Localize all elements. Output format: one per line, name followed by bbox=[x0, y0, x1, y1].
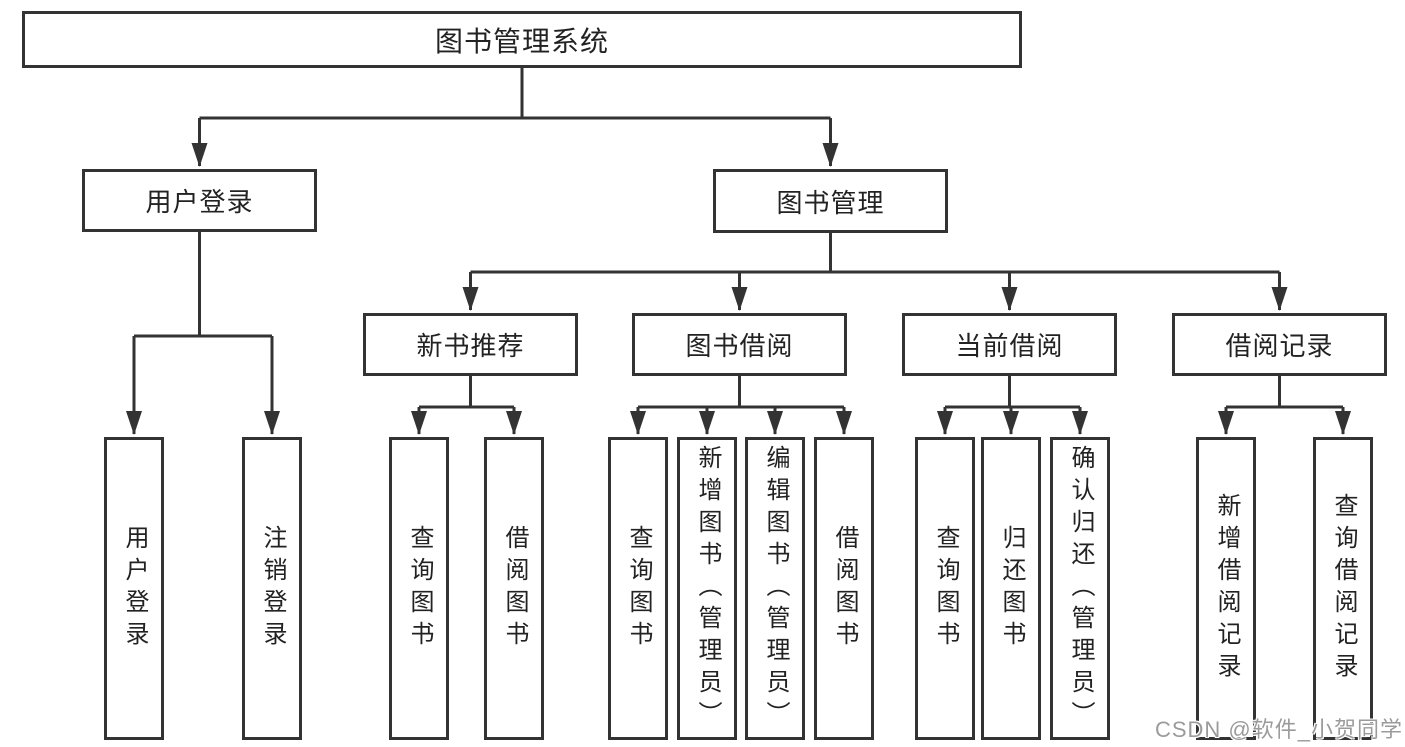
leaf-label: 查询图书 bbox=[932, 524, 959, 653]
node-user-login: 用户登录 bbox=[82, 169, 317, 232]
node-current-borrow: 当前借阅 bbox=[902, 313, 1117, 376]
leaf-return-book: 归还图书 bbox=[981, 437, 1041, 740]
leaf-borrow-book: 借阅图书 bbox=[814, 437, 874, 740]
leaf-logout: 注销登录 bbox=[242, 437, 302, 740]
leaf-label: 查询图书 bbox=[625, 524, 652, 653]
leaf-confirm-return-admin: 确认归还（管理员） bbox=[1050, 437, 1110, 740]
leaf-query-borrow-record: 查询借阅记录 bbox=[1313, 437, 1373, 740]
leaf-query-book-recommend: 查询图书 bbox=[389, 437, 449, 740]
leaf-borrow-book-recommend: 借阅图书 bbox=[484, 437, 544, 740]
leaf-label: 借阅图书 bbox=[501, 524, 528, 653]
node-book-management: 图书管理 bbox=[713, 169, 948, 233]
leaf-add-borrow-record: 新增借阅记录 bbox=[1196, 437, 1256, 740]
leaf-label: 用户登录 bbox=[121, 524, 148, 653]
leaf-edit-book-admin: 编辑图书（管理员） bbox=[745, 437, 805, 740]
leaf-label: 新增借阅记录 bbox=[1213, 492, 1240, 685]
leaf-label: 确认归还（管理员） bbox=[1067, 444, 1094, 733]
leaf-label: 借阅图书 bbox=[831, 524, 858, 653]
leaf-label: 编辑图书（管理员） bbox=[762, 444, 789, 733]
node-book-borrow: 图书借阅 bbox=[632, 313, 847, 376]
node-borrow-record: 借阅记录 bbox=[1172, 313, 1387, 376]
leaf-label: 新增图书（管理员） bbox=[694, 444, 721, 733]
leaf-label: 注销登录 bbox=[259, 524, 286, 653]
node-new-book-recommend: 新书推荐 bbox=[363, 313, 578, 376]
leaf-user-login: 用户登录 bbox=[104, 437, 164, 740]
leaf-label: 查询图书 bbox=[406, 524, 433, 653]
leaf-label: 查询借阅记录 bbox=[1330, 492, 1357, 685]
leaf-query-book: 查询图书 bbox=[608, 437, 668, 740]
node-root: 图书管理系统 bbox=[22, 11, 1022, 68]
leaf-label: 归还图书 bbox=[998, 524, 1025, 653]
leaf-add-book-admin: 新增图书（管理员） bbox=[677, 437, 737, 740]
csdn-watermark: CSDN @软件_小贺同学 bbox=[1154, 717, 1403, 742]
leaf-query-current-borrow: 查询图书 bbox=[915, 437, 975, 740]
